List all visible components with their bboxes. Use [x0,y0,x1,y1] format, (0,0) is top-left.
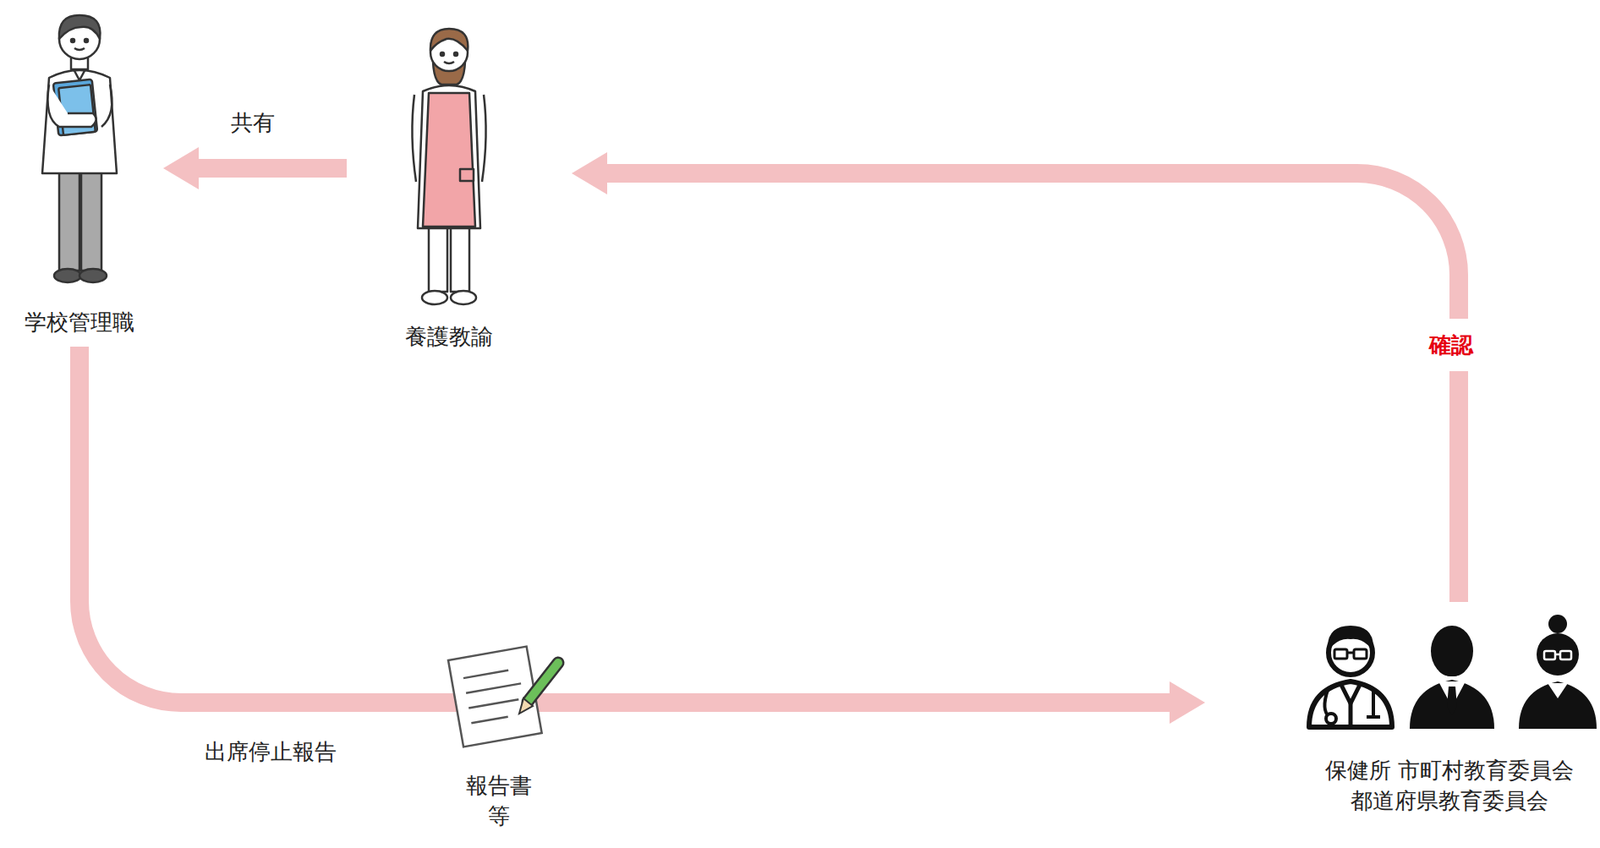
nurse-figure [411,28,486,305]
person-node: 養護教諭 [350,16,567,356]
arrow-head [1169,681,1206,724]
edge-label: 出席停止報告 [204,737,337,767]
report-icon [448,646,559,748]
doctor-icon [1309,625,1392,728]
staff-icon [1518,614,1597,729]
official-icon [1409,625,1495,729]
flow-line [79,346,1172,703]
flow-arrow [163,147,347,190]
node-label: 保健所 市町村教育委員会 都道府県教育委員会 [1322,755,1577,817]
edge-label: 確認 [1424,318,1479,372]
arrow-head [571,152,608,195]
person-node: 学校管理職 [0,8,159,339]
document-label: 報告書 等 [460,770,537,832]
node-label: 学校管理職 [0,306,159,338]
edge-label: 共有 [230,108,275,137]
node-label: 養護教諭 [364,321,534,352]
flow-arrow [79,346,1206,724]
administrator-figure [42,15,117,283]
flow-arrow [571,152,1459,603]
flow-line [605,173,1459,603]
flow-line [197,158,347,178]
person-node: 保健所 市町村教育委員会 都道府県教育委員会 [1209,604,1599,846]
arrow-head [163,147,199,190]
